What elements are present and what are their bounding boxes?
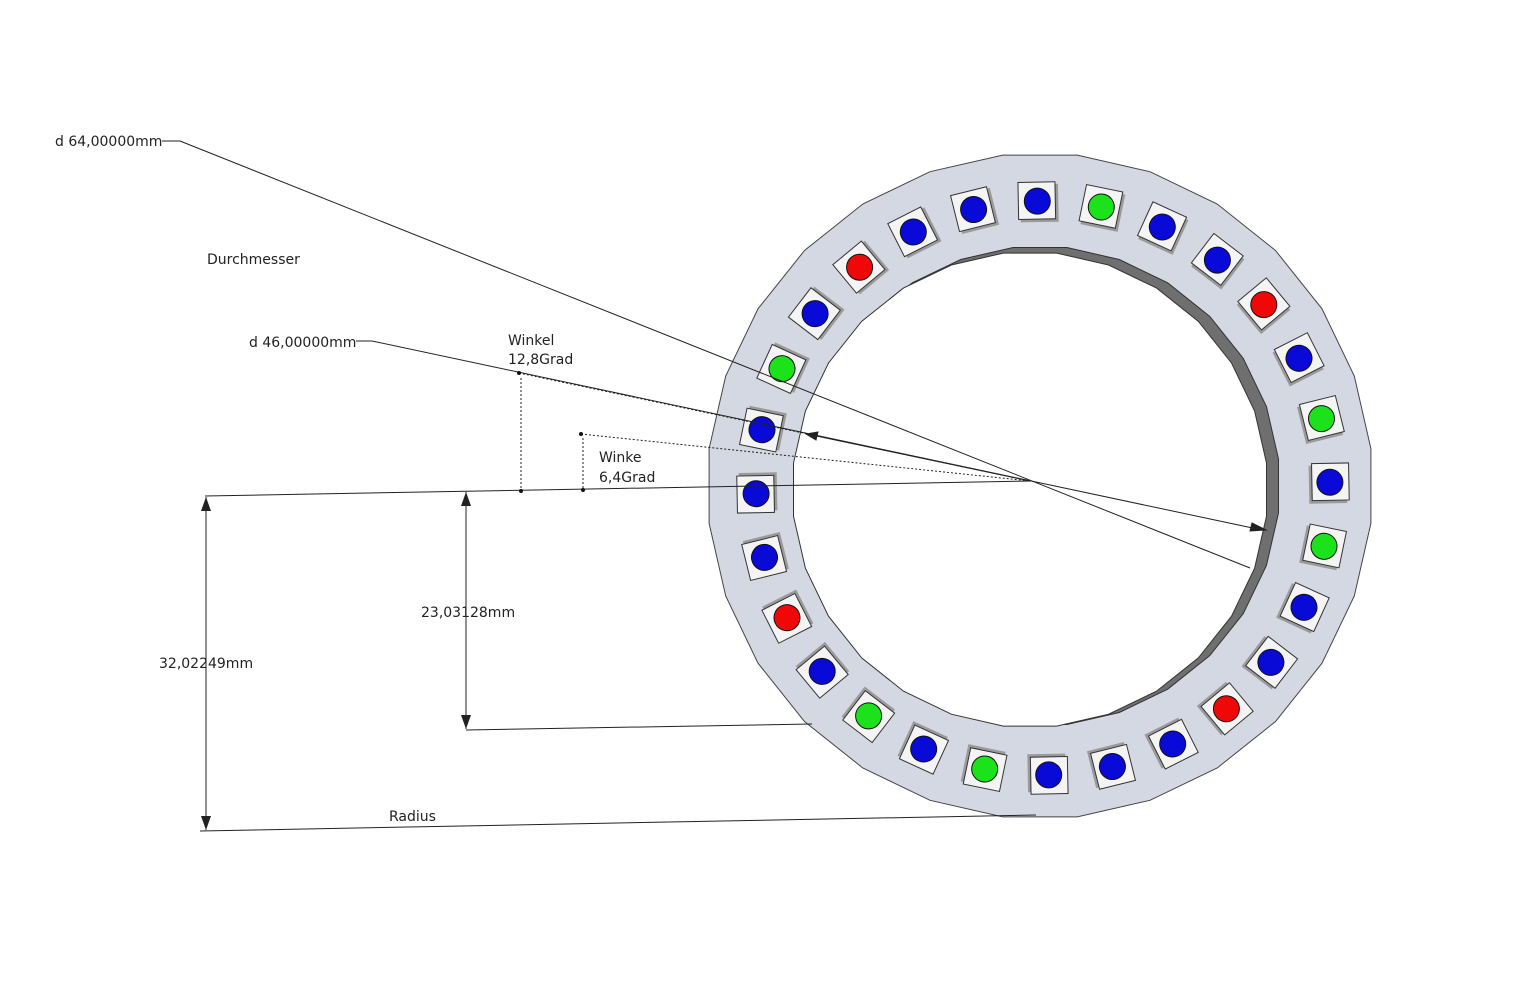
- labels: d 64,00000mm Durchmesser d 46,00000mm Wi…: [55, 134, 655, 825]
- led-4: [1190, 232, 1245, 290]
- inner-radius-baseline: [465, 723, 813, 731]
- led-10: [1276, 581, 1330, 634]
- angle1-top-point: [517, 371, 521, 375]
- led-27: [887, 206, 942, 259]
- led-dot-blue: [910, 735, 938, 763]
- radius-caption: Radius: [389, 809, 436, 825]
- led-17: [897, 721, 950, 775]
- angle2-base-point: [581, 488, 585, 492]
- outer-radius-arrow-top: [201, 497, 211, 511]
- led-16: [960, 744, 1008, 793]
- led-dot-green: [971, 755, 999, 783]
- led-dot-green: [768, 355, 796, 383]
- led-24: [756, 342, 810, 395]
- led-1: [1017, 181, 1059, 223]
- dimension-arrowheads: [201, 492, 471, 830]
- led-26: [832, 240, 890, 295]
- led-12: [1196, 681, 1254, 736]
- led-dot-red: [1212, 695, 1240, 723]
- led-dot-blue: [1316, 468, 1344, 496]
- angle1-name-label: Winkel: [508, 333, 554, 349]
- inner-radius-label: 23,03128mm: [421, 605, 515, 621]
- led-11: [1241, 635, 1299, 690]
- led-dot-blue: [801, 300, 829, 328]
- led-dot-blue: [1203, 246, 1231, 274]
- angle2-value-label: 6,4Grad: [599, 470, 655, 486]
- led-dot-green: [1087, 193, 1115, 221]
- led-dot-blue: [742, 480, 770, 508]
- angle1-value-label: 12,8Grad: [508, 352, 573, 368]
- angle2-name-label: Winke: [599, 450, 642, 466]
- angle2-top-point: [579, 432, 583, 436]
- led-dot-blue: [1148, 213, 1176, 241]
- led-13: [1144, 717, 1199, 770]
- led-ring: [708, 154, 1372, 818]
- led-dot-blue: [1257, 648, 1285, 676]
- inner-diameter-label: d 46,00000mm: [249, 335, 356, 351]
- led-dot-blue: [1098, 753, 1126, 780]
- construction-points: [517, 371, 585, 493]
- inner-diameter-arrowhead: [1249, 522, 1268, 532]
- led-19: [795, 641, 850, 699]
- led-dot-green: [855, 702, 883, 730]
- outer-radius-arrow-bottom: [201, 816, 211, 830]
- led-2: [1078, 183, 1126, 232]
- led-dot-green: [1310, 532, 1338, 560]
- led-9: [1299, 523, 1348, 571]
- led-18: [841, 686, 896, 744]
- led-dot-blue: [1290, 593, 1318, 621]
- led-group: [736, 181, 1350, 795]
- angle2-ray: [580, 433, 1031, 482]
- led-22: [736, 472, 778, 514]
- led-dot-blue: [1035, 761, 1063, 789]
- led-5: [1236, 277, 1291, 335]
- inner-radius-arrow-top: [461, 492, 471, 506]
- led-dot-blue: [1285, 344, 1313, 372]
- led-25: [787, 286, 845, 341]
- outer-radius-label: 32,02249mm: [159, 656, 253, 672]
- led-15: [1027, 753, 1069, 795]
- center-horizontal-line: [204, 480, 1033, 497]
- led-20: [761, 589, 814, 644]
- led-7: [1297, 394, 1345, 445]
- outer-diameter-line: [179, 140, 1251, 569]
- led-dot-red: [1250, 291, 1278, 319]
- led-dot-blue: [808, 657, 836, 685]
- angle1-base-point: [519, 489, 523, 493]
- led-6: [1272, 332, 1325, 387]
- outer-diameter-label: d 64,00000mm: [55, 134, 162, 150]
- led-14: [1086, 742, 1137, 790]
- led-21: [741, 531, 789, 582]
- led-dot-green: [1308, 405, 1335, 433]
- led-28: [949, 186, 1000, 234]
- led-dot-blue: [1023, 187, 1051, 215]
- diameter-caption: Durchmesser: [207, 252, 300, 268]
- led-dot-blue: [751, 543, 778, 571]
- led-dot-blue: [960, 196, 988, 223]
- led-dot-red: [846, 253, 874, 281]
- led-8: [1308, 462, 1350, 504]
- led-dot-blue: [899, 218, 927, 246]
- led-dot-red: [773, 604, 801, 632]
- inner-radius-arrow-bottom: [461, 715, 471, 729]
- led-3: [1136, 201, 1189, 255]
- outer-radius-baseline: [199, 814, 1037, 832]
- angle1-ray: [518, 372, 1031, 482]
- led-23: [738, 405, 787, 453]
- led-dot-blue: [1159, 730, 1187, 758]
- ring-inner-hole: [793, 252, 1267, 727]
